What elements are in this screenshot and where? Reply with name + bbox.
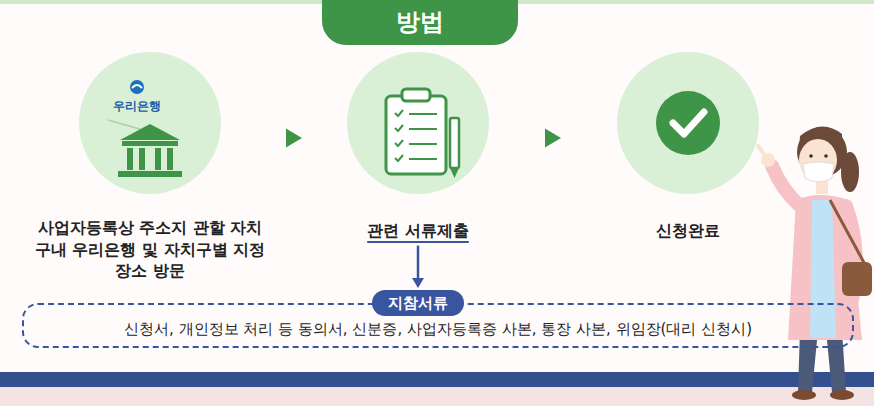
circle-shape <box>617 52 759 194</box>
documents-badge: 지참서류 <box>372 290 464 316</box>
complete-step: 신청완료 <box>588 52 788 242</box>
bank-icon <box>108 80 182 177</box>
flow-arrow <box>286 128 302 147</box>
node-label: 지참서류 <box>388 293 448 313</box>
check-icon <box>656 91 720 155</box>
circle-shape <box>347 52 489 194</box>
document-step: 관련 서류제출 <box>318 52 518 242</box>
node-label: 사업자등록상 주소지 관할 자치구내 우리은행 및 자치구별 지정장소 방문 <box>30 217 270 282</box>
clipboard-icon <box>386 89 459 178</box>
flow-arrow <box>545 128 561 147</box>
node-label: 신청완료 <box>588 220 788 242</box>
node-label: 관련 서류제출 <box>318 220 518 242</box>
node-label: 신청서, 개인정보 처리 등 동의서, 신분증, 사업자등록증 사본, 통장 사… <box>36 320 840 340</box>
section-title: 방법 <box>322 0 518 45</box>
circle-shape <box>79 52 221 194</box>
bottom-ground <box>0 386 874 406</box>
bottom-bar <box>0 372 874 387</box>
woman-figure <box>758 126 872 400</box>
place-step: 우리은행사업자등록상 주소지 관할 자치구내 우리은행 및 자치구별 지정장소 … <box>30 52 270 282</box>
flow-arrow <box>412 246 424 288</box>
bank-logo-text: 우리은행 <box>102 98 172 114</box>
